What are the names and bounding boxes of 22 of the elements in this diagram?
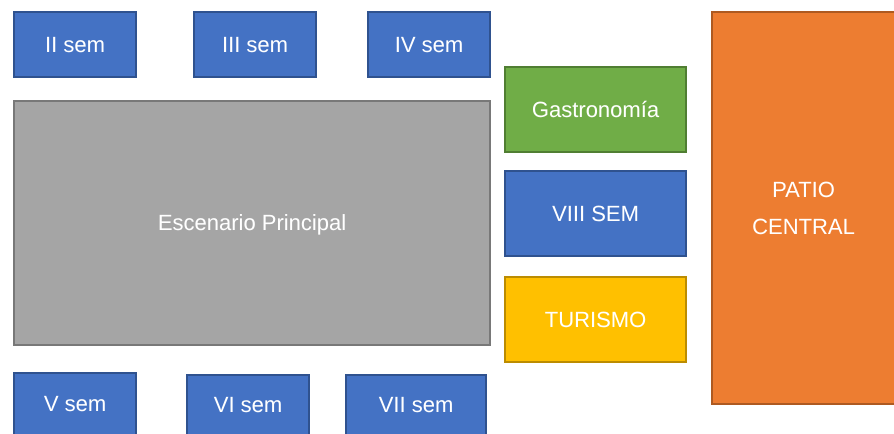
room-block (13, 11, 137, 78)
room-block (345, 374, 487, 434)
room-block (367, 11, 491, 78)
area-label: Escenario Principal (158, 209, 346, 238)
tourism-area (504, 276, 687, 363)
food-area (504, 66, 687, 153)
area-label: III sem (222, 30, 288, 59)
area-label: PATIO CENTRAL (752, 176, 855, 241)
area-label: II sem (45, 30, 105, 59)
area-label: VIII SEM (552, 200, 639, 228)
room-block (13, 372, 137, 434)
room-block (193, 11, 317, 78)
area-label: V sem (44, 390, 106, 418)
area-label: Gastronomía (532, 96, 660, 124)
area-label: VII sem (378, 391, 454, 420)
central-courtyard (711, 11, 894, 405)
room-block (186, 374, 310, 434)
main-stage (13, 100, 491, 346)
area-label: VI sem (214, 391, 282, 420)
room-block (504, 170, 687, 257)
area-label: IV sem (394, 30, 464, 59)
area-label: TURISMO (544, 306, 646, 334)
